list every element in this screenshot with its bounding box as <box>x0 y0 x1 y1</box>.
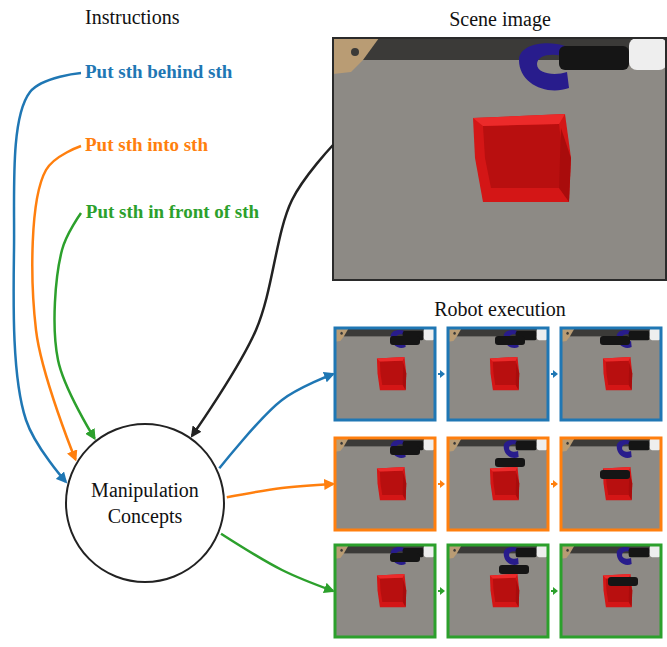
execution-frame <box>335 328 435 420</box>
execution-panel: Robot execution <box>333 296 667 647</box>
execution-frame <box>561 438 661 530</box>
scene-panel: Scene image <box>333 6 667 280</box>
flow-arrow <box>219 374 333 468</box>
execution-frames <box>335 328 661 637</box>
execution-frame <box>561 328 661 420</box>
flow-arrow <box>32 146 81 460</box>
panel-heading: Scene image <box>333 6 667 32</box>
execution-frame <box>448 438 548 530</box>
instruction-label: Put sth into sth <box>85 133 208 158</box>
step-arrow <box>551 480 558 488</box>
flow-arrow <box>227 484 333 497</box>
scene-photo <box>333 38 667 280</box>
step-arrow <box>438 370 445 378</box>
execution-frame <box>448 328 548 420</box>
step-arrow <box>438 587 445 595</box>
column-heading: Instructions <box>85 6 179 29</box>
step-arrow <box>551 370 558 378</box>
execution-frame <box>335 438 435 530</box>
instruction-text: Put sth behind sth <box>85 60 232 85</box>
flow-arrow <box>55 213 95 438</box>
instruction-text: Put sth into sth <box>85 133 208 158</box>
step-arrow <box>551 587 558 595</box>
scene-frame <box>333 38 666 280</box>
execution-frame <box>561 545 661 637</box>
execution-frame <box>448 545 548 637</box>
instruction-text: Put sth in front of sth <box>85 200 260 225</box>
flow-arrow <box>192 145 333 436</box>
instruction-label: Put sth behind sth <box>85 60 232 85</box>
concept-circle: Manipulation Concepts <box>65 423 225 583</box>
execution-frame <box>335 545 435 637</box>
scene-photo <box>333 38 667 280</box>
instruction-label: Put sth in front of sth <box>85 200 260 225</box>
flow-arrow <box>14 73 81 482</box>
flow-arrow <box>221 534 333 591</box>
concept-label: Manipulation Concepts <box>83 477 207 529</box>
step-arrow <box>438 480 445 488</box>
panel-heading: Robot execution <box>333 296 667 322</box>
